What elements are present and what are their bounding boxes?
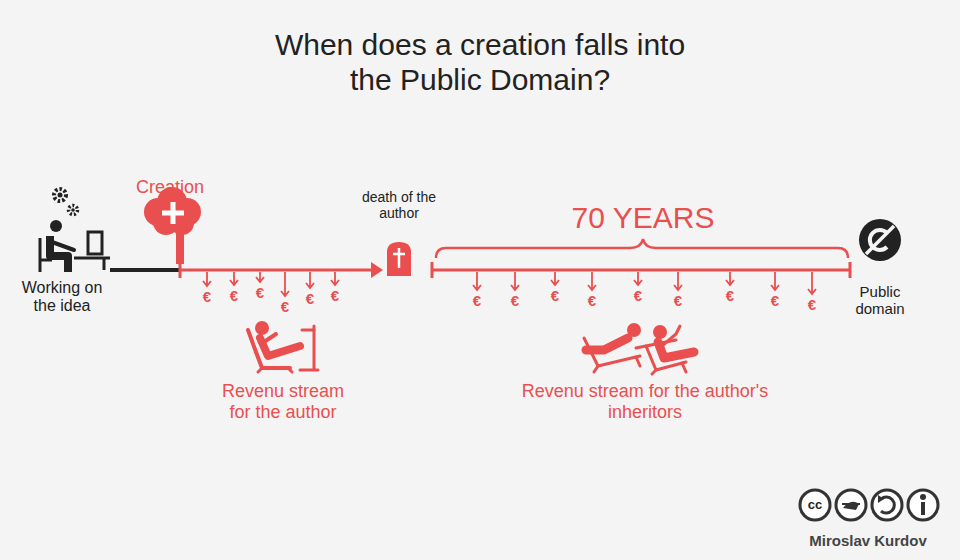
- public-domain-icon: [859, 219, 901, 261]
- euro-sign: €: [222, 287, 246, 304]
- euro-sign: €: [503, 292, 527, 309]
- euro-sign: €: [323, 287, 347, 304]
- brain-icon: [144, 187, 201, 264]
- cc-license-badge: [800, 490, 938, 520]
- cc-mark: cc: [803, 498, 827, 513]
- monitor: [88, 232, 102, 254]
- duration-label: 70 YEARS: [543, 201, 743, 236]
- title: When does a creation falls into the Publ…: [270, 28, 690, 97]
- arrowhead: [371, 262, 383, 278]
- stage-label: Working on the idea: [12, 279, 112, 316]
- euro-sign: €: [298, 290, 322, 307]
- euro-sign: €: [248, 284, 272, 301]
- euro-sign: €: [718, 287, 742, 304]
- timeline-life: [180, 269, 372, 272]
- euro-sign: €: [195, 288, 219, 305]
- author-credit: Miroslav Kurdov: [793, 532, 943, 549]
- worker-figure: [40, 189, 110, 272]
- payment-arrows: [203, 272, 816, 296]
- revenue-caption: Revenu stream for the author: [213, 381, 353, 422]
- euro-sign: €: [763, 292, 787, 309]
- timeline-heirs: [432, 269, 850, 272]
- tombstone: [387, 242, 411, 276]
- euro-sign: €: [800, 296, 824, 313]
- stage-label: Creation: [115, 177, 225, 198]
- euro-sign: €: [465, 292, 489, 309]
- stage-label: death of the author: [359, 189, 439, 221]
- bracket: [436, 239, 848, 258]
- euro-sign: €: [273, 298, 297, 315]
- euro-sign: €: [666, 292, 690, 309]
- gear: [69, 206, 78, 215]
- euro-sign: €: [580, 292, 604, 309]
- relaxing-author: [248, 321, 318, 372]
- gear: [54, 189, 66, 201]
- head: [50, 220, 62, 232]
- euro-sign: €: [626, 287, 650, 304]
- lounging-heirs: [584, 323, 694, 374]
- euro-sign: €: [543, 287, 567, 304]
- timeline-idea: [110, 268, 180, 272]
- stage-label: Public domain: [843, 283, 917, 318]
- revenue-caption: Revenu stream for the author's inheritor…: [505, 381, 785, 422]
